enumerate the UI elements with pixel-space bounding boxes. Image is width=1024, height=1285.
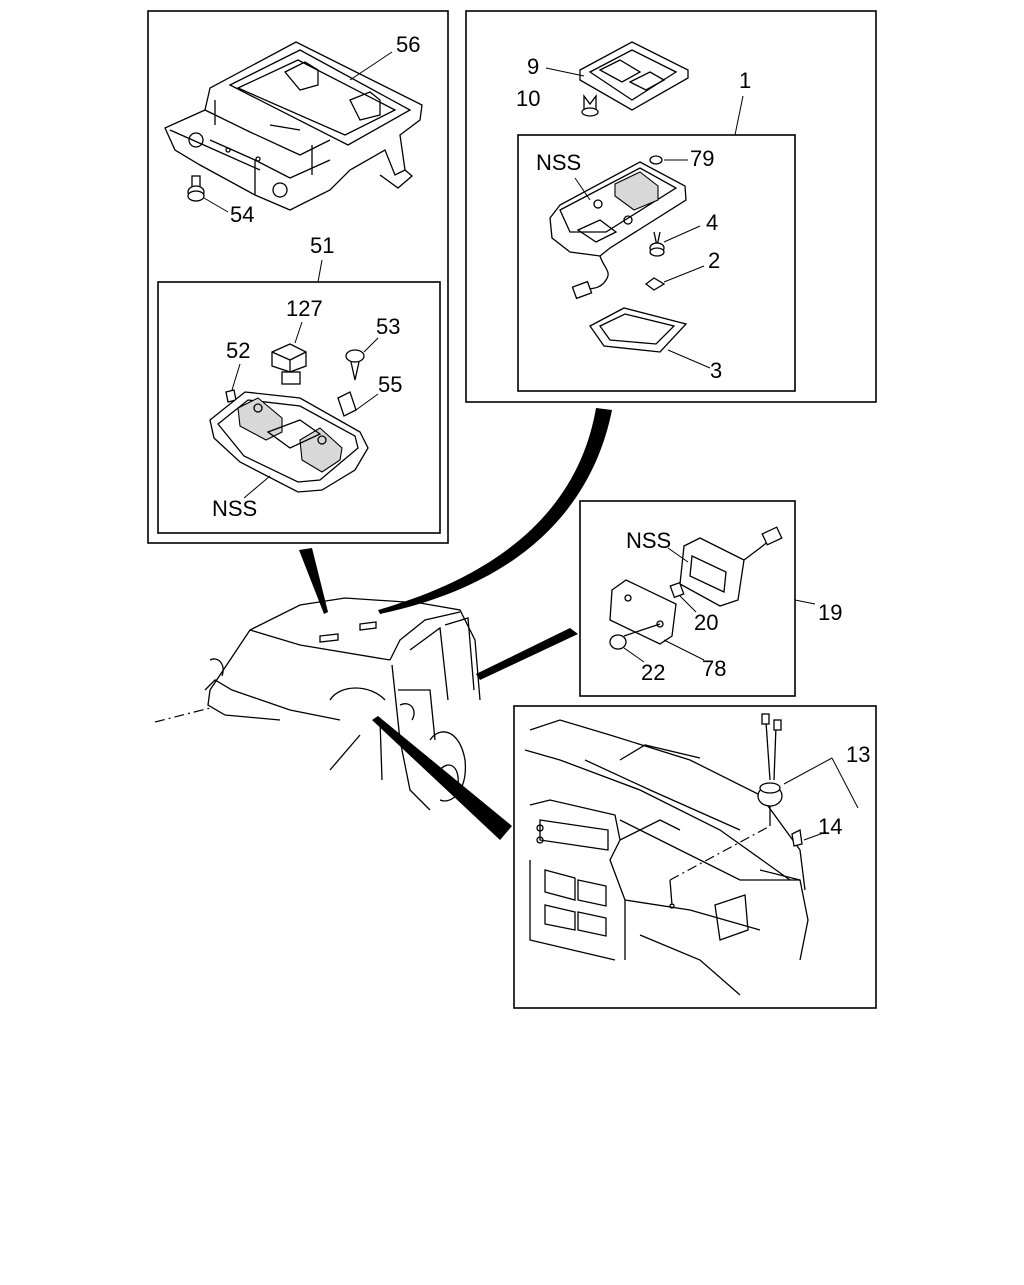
- label-20: 20: [694, 610, 718, 635]
- label-22: 22: [641, 660, 665, 685]
- panel-cargo-lamp: 19 NSS 20 78 22: [579, 500, 842, 697]
- switch-127-drawing: [271, 321, 307, 385]
- vehicle-overview-drawing: [154, 597, 481, 811]
- pointer-to-dashboard-panel: [372, 716, 512, 840]
- label-nss-top: NSS: [536, 150, 581, 175]
- console-housing-drawing: [209, 391, 369, 499]
- label-1: 1: [739, 68, 751, 93]
- label-nss-mid: NSS: [626, 528, 671, 553]
- label-51: 51: [310, 233, 334, 258]
- part-13-drawing: [757, 713, 859, 826]
- label-53: 53: [376, 314, 400, 339]
- clip-10-drawing: [581, 94, 599, 117]
- cargo-housing-drawing: [667, 526, 783, 607]
- bulb-2-drawing: [644, 265, 705, 291]
- label-56: 56: [396, 32, 420, 57]
- label-3: 3: [710, 358, 722, 383]
- nut-79-drawing: [649, 155, 688, 165]
- pointer-to-top-right-panel: [378, 408, 612, 614]
- label-2: 2: [708, 248, 720, 273]
- dome-housing-drawing: [549, 161, 687, 300]
- label-4: 4: [706, 210, 718, 235]
- callout-pointers: [299, 408, 612, 840]
- dashboard-drawing: [524, 719, 809, 996]
- panel-frame-dashboard: [513, 705, 877, 1009]
- subpanel-frame-1: [517, 134, 796, 392]
- screw-4-drawing: [649, 225, 701, 257]
- pointer-to-cargo-panel: [476, 628, 578, 680]
- clip-52-drawing: [225, 363, 241, 403]
- label-55: 55: [378, 372, 402, 397]
- panel-frame-left: [147, 10, 449, 544]
- subpanel-frame-51: [157, 281, 441, 534]
- label-19: 19: [818, 600, 842, 625]
- screw-54-drawing: [187, 175, 229, 213]
- screw-22-drawing: [609, 623, 661, 663]
- label-14: 14: [818, 814, 842, 839]
- label-52: 52: [226, 338, 250, 363]
- label-nss-left: NSS: [212, 496, 257, 521]
- label-54: 54: [230, 202, 254, 227]
- lens-3-drawing: [589, 307, 711, 369]
- bulb-20-drawing: [669, 581, 697, 613]
- label-9: 9: [527, 54, 539, 79]
- panel-frame-19: [579, 500, 796, 697]
- bracket-56-drawing: [164, 41, 423, 211]
- label-127: 127: [286, 296, 323, 321]
- label-78: 78: [702, 656, 726, 681]
- label-13: 13: [846, 742, 870, 767]
- panel-frame-top-right: [465, 10, 877, 403]
- bracket-9-drawing: [545, 41, 689, 111]
- panel-dome-lamp: 9 10 1 NSS 79: [465, 10, 877, 403]
- screw-53-drawing: [345, 337, 379, 381]
- panel-console-bracket: 56 54 51 127 53: [147, 10, 449, 544]
- clip-55-drawing: [337, 391, 379, 417]
- lens-78-drawing: [609, 579, 705, 661]
- panel-dashboard: 13 14: [513, 705, 877, 1009]
- label-10: 10: [516, 86, 540, 111]
- bulb-14-drawing: [791, 829, 827, 847]
- label-79: 79: [690, 146, 714, 171]
- pointer-to-left-panel: [299, 548, 328, 614]
